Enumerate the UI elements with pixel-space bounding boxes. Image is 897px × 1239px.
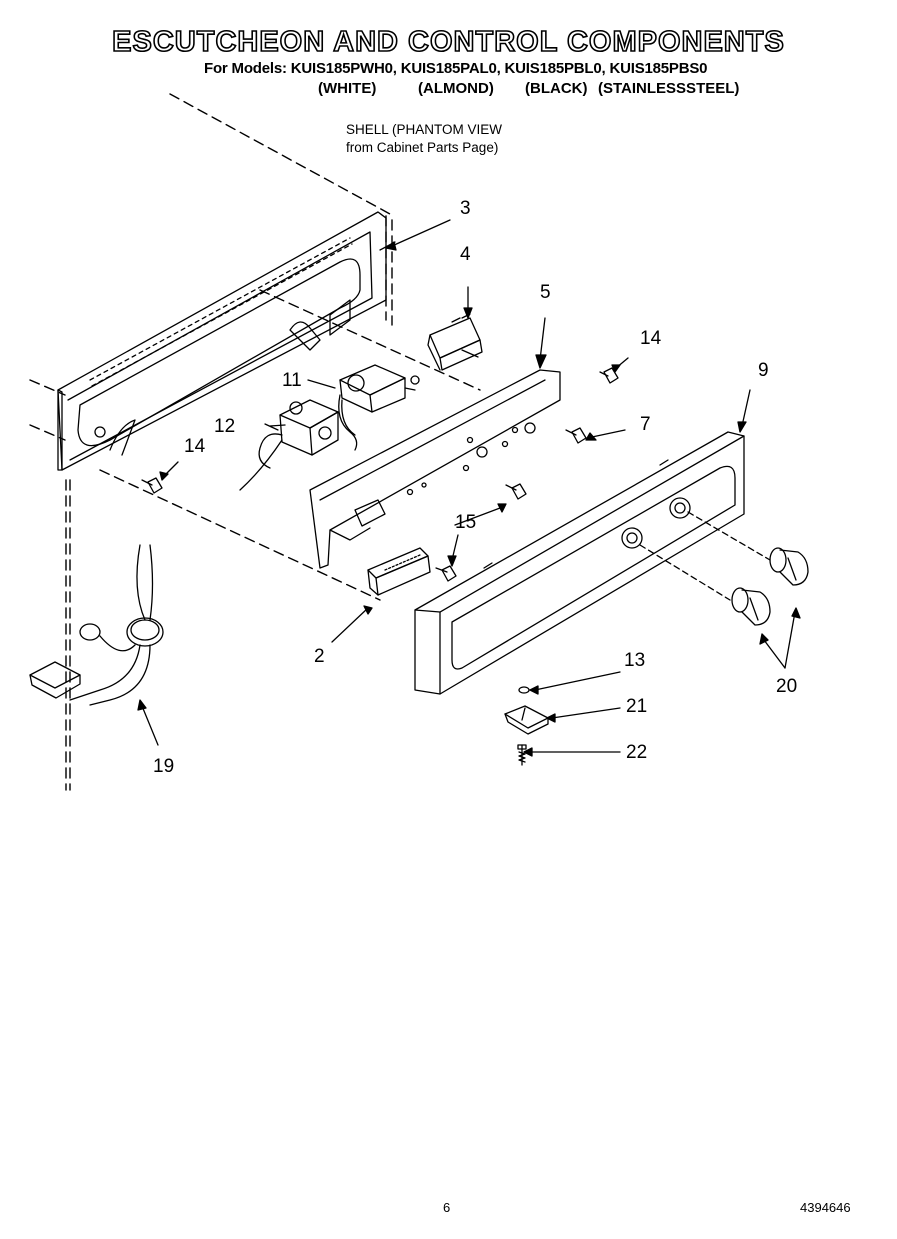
shell-note-line1: SHELL (PHANTOM VIEW [346,122,503,137]
part-19-harness [29,544,164,746]
part-22-screw [517,744,621,766]
shell-note: SHELL (PHANTOM VIEW from Cabinet Parts P… [346,121,502,157]
callout-14-right: 14 [640,328,662,349]
shell-note-line2: from Cabinet Parts Page) [346,140,499,155]
callout-12: 12 [214,416,236,437]
part-7-screw [565,427,626,444]
part-13-clip [518,671,621,695]
part-2-bracket [331,534,459,643]
callout-11: 11 [282,370,302,391]
part-14-screw-left [141,461,179,494]
finish-almond: (ALMOND) [418,80,494,97]
shell-phantom [29,93,481,791]
part-12-switch [239,399,339,491]
callout-21: 21 [626,696,648,717]
part-9-escutcheon [414,389,751,695]
part-3-bracket [57,211,396,471]
leader-12 [264,423,279,431]
callout-7: 7 [640,414,651,435]
callout-22: 22 [626,742,648,763]
part-15-screw [454,483,527,526]
callout-15: 15 [455,512,477,533]
finish-white: (WHITE) [318,80,377,97]
part-21-bracket [504,705,621,735]
finish-black: (BLACK) [525,80,588,97]
callout-14-left: 14 [184,436,206,457]
leader-3 [391,219,451,247]
part-11-switch [307,364,420,451]
doc-number: 4394646 [800,1200,851,1215]
models-line: For Models: KUIS185PWH0, KUIS185PAL0, KU… [204,60,708,77]
callout-9: 9 [758,360,769,381]
callout-3: 3 [460,198,471,219]
callout-19: 19 [153,756,175,777]
callout-2: 2 [314,646,325,667]
callout-4: 4 [460,244,471,265]
part-20-knobs [639,511,809,669]
diagram-title: ESCUTCHEON AND CONTROL COMPONENTS [111,25,785,59]
callout-5: 5 [540,282,551,303]
callout-20: 20 [776,676,798,697]
part-4-switch [427,286,483,371]
arrow-3 [385,241,397,251]
part-5-control-plate [309,317,561,569]
part-14-screw-right [599,357,629,384]
finish-stainless: (STAINLESSSTEEL) [598,80,740,97]
callout-13: 13 [624,650,646,671]
page-number: 6 [443,1200,451,1215]
